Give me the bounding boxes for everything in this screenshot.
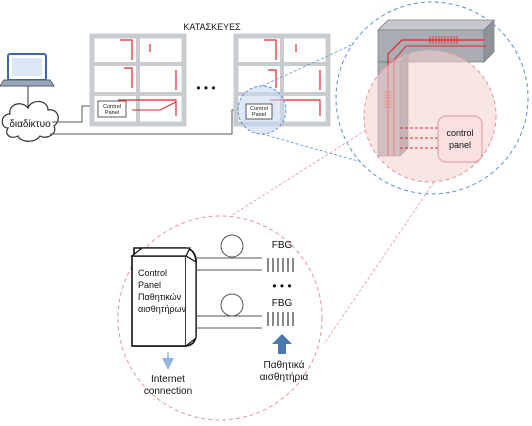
cloud-label: διαδίκτυο — [9, 118, 51, 130]
internet-connection-line1: Internet — [151, 374, 185, 385]
control-panel-server — [130, 247, 197, 347]
zoom-control-panel-line2: panel — [449, 140, 471, 150]
cp-line3: Παθητικών — [138, 292, 182, 302]
control-panel-2-line1: Control — [250, 106, 268, 112]
control-panel-box-2 — [245, 103, 273, 120]
fbg-label-bottom: FBG — [272, 298, 293, 309]
cp-line4: αισθητήρων — [138, 304, 186, 314]
passive-sensors-line2: αισθητήρια — [260, 371, 309, 383]
cloud-icon — [1, 100, 59, 142]
computer-icon — [0, 53, 55, 87]
pink-line-right — [323, 181, 435, 345]
internet-connection-line2: connection — [144, 386, 192, 397]
fbg-grating-bottom — [267, 312, 294, 326]
fbg-label-top: FBG — [272, 240, 293, 251]
zoom-control-panel-box — [437, 115, 483, 163]
control-panel-2-line2: Panel — [252, 112, 266, 118]
zoom-control-panel-line1: control — [446, 128, 473, 138]
fbg-ellipsis: • • • — [272, 279, 291, 293]
passive-sensors-line1: Παθητικά — [264, 359, 305, 371]
cp-line2: Panel — [138, 280, 161, 290]
fiber-loop-bottom — [196, 293, 262, 329]
cloud-wire-1 — [52, 105, 96, 123]
control-panel-1-line1: Control — [103, 104, 121, 110]
control-panel-box-1 — [97, 100, 127, 118]
building-1 — [89, 33, 187, 127]
cp-line1: Control — [138, 268, 167, 278]
buildings-title: ΚΑΤΑΣΚΕΥΕΣ — [183, 22, 241, 32]
fbg-grating-top — [267, 258, 294, 272]
buildings-ellipsis: • • • — [196, 81, 215, 95]
passive-sensors-arrow — [272, 334, 292, 354]
control-panel-1-line2: Panel — [105, 110, 119, 116]
fiber-loop-top — [196, 234, 262, 271]
